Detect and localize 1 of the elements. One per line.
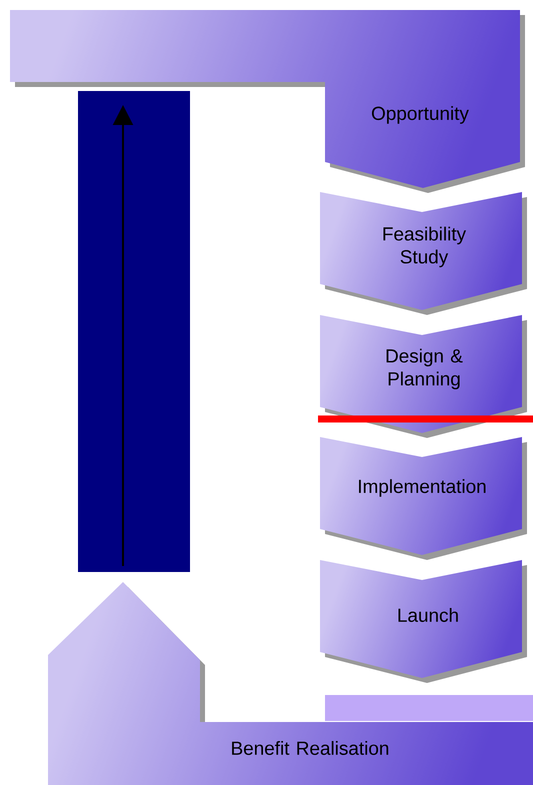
tall-bar <box>78 91 190 572</box>
